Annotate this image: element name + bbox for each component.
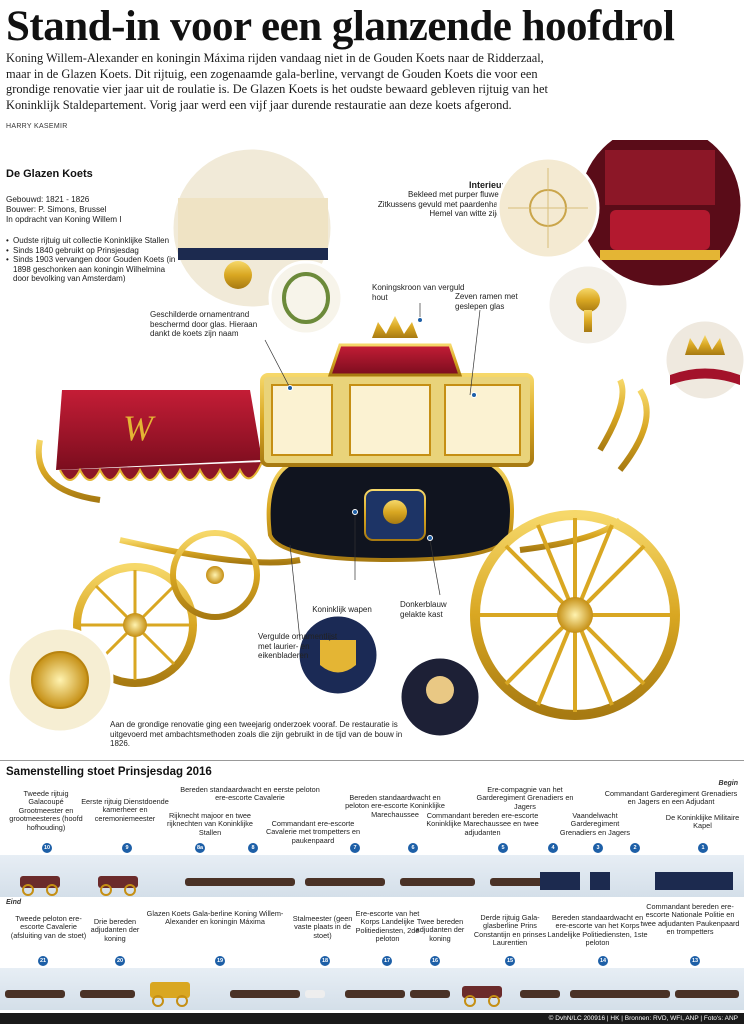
specs: Gebouwd: 1821 - 1826 Bouwer: P. Simons, … — [6, 195, 166, 225]
procession-number: 1 — [698, 843, 708, 853]
procession-number: 6 — [408, 843, 418, 853]
marker-dot — [417, 317, 423, 323]
procession-label: Tweede rijtuig Galacoupé Grootmeester en… — [9, 789, 83, 832]
builder: Bouwer: P. Simons, Brussel — [6, 205, 107, 214]
footer-credits: © DvhN/LC 200916 | HK | Bronnen: RVD, WF… — [0, 1013, 744, 1024]
headline: Stand-in voor een glanzende hoofdrol — [6, 3, 675, 50]
cherub-photo — [398, 655, 482, 739]
procession-number: 15 — [505, 956, 515, 966]
procession-title: Samenstelling stoet Prinsjesdag 2016 — [6, 766, 212, 778]
hammercloth: W — [56, 390, 263, 481]
procession-band-bottom — [0, 968, 744, 1010]
procession-label: De Koninklijke Militaire Kapel — [665, 813, 740, 831]
procession-label: Vaandelwacht Garderegiment Grenadiers en… — [559, 811, 631, 837]
front-wheel — [73, 563, 197, 687]
rear-wheel — [470, 510, 680, 720]
procession-number: 21 — [38, 956, 48, 966]
procession-number: 2 — [630, 843, 640, 853]
procession-label: Rijknecht majoor en twee rijknechten van… — [167, 811, 253, 837]
procession-label: Twee bereden adjudanten der koning — [415, 917, 465, 943]
coach-illustration: W — [6, 140, 744, 739]
procession-number: 9 — [122, 843, 132, 853]
back-wheel-small — [170, 530, 260, 620]
gilt-label: Vergulde ornamentlijst met laurier- en e… — [258, 632, 338, 660]
procession-label: Glazen Koets Gala-berline Koning Willem-… — [146, 909, 284, 927]
procession-label: Commandant bereden ere-escorte Koninklij… — [426, 811, 539, 837]
procession-number: 16 — [430, 956, 440, 966]
byline: HARRY KASEMIR — [6, 123, 68, 130]
procession-number: 5 — [498, 843, 508, 853]
fact: Sinds 1903 vervangen door Gouden Koets (… — [6, 255, 181, 284]
procession-label: Bereden standaardwacht en eerste peloton… — [180, 785, 320, 803]
intro-text: Koning Willem-Alexander en koningin Máxi… — [6, 51, 548, 112]
marker-dot — [352, 509, 358, 515]
procession-number: 8 — [248, 843, 258, 853]
arms-photo — [296, 613, 380, 697]
procession-label: Ere-escorte van het Korps Landelijke Pol… — [355, 909, 420, 944]
procession-number: 14 — [598, 956, 608, 966]
procession-label: Bereden standaardwacht en ere-escorte va… — [547, 913, 648, 948]
marker-dot — [427, 535, 433, 541]
section-title: De Glazen Koets — [6, 168, 93, 180]
procession-label: Commandant Garderegiment Grenadiers en J… — [604, 789, 738, 807]
hub-photo — [6, 626, 114, 734]
procession-label: Drie bereden adjudanten der koning — [90, 917, 140, 943]
procession-number: 3 — [593, 843, 603, 853]
procession-number: 17 — [382, 956, 392, 966]
commission: In opdracht van Koning Willem I — [6, 215, 122, 224]
begin-label: Begin — [718, 780, 738, 787]
section-divider — [0, 760, 744, 761]
coach-body — [260, 316, 534, 563]
procession-number: 13 — [690, 956, 700, 966]
procession-number: 19 — [215, 956, 225, 966]
procession-label: Derde rijtuig Gala-glasberline Prins Con… — [473, 913, 547, 948]
svg-text:W: W — [123, 408, 156, 448]
ceiling-photo — [496, 156, 600, 260]
interior-box: Interieur Bekleed met purper fluweel Zit… — [350, 180, 505, 219]
crown-label: Koningskroon van verguld hout — [372, 283, 465, 302]
interior-item: Hemel van witte zijde — [429, 209, 505, 218]
procession-number: 4 — [548, 843, 558, 853]
windows-label: Zeven ramen met geslepen glas — [455, 292, 518, 311]
lion-ornament-photo — [546, 263, 630, 347]
facts-list: Oudste rijtuig uit collectie Koninklijke… — [6, 236, 181, 284]
fact: Oudste rijtuig uit collectie Koninklijke… — [6, 236, 181, 246]
eind-label: Eind — [6, 899, 22, 906]
fact: Sinds 1840 gebruikt op Prinsjesdag — [6, 246, 181, 256]
procession-figures-top — [20, 872, 733, 896]
research-label: Aan de grondige renovatie ging een tweej… — [110, 720, 403, 748]
interior-item: Zitkussens gevuld met paardenhaar — [377, 199, 505, 209]
procession-label: Tweede peloton ere-escorte Cavalerie (af… — [10, 914, 87, 940]
coach-frame — [35, 378, 650, 566]
marker-dot — [471, 392, 477, 398]
procession-figures-bottom — [5, 982, 739, 1007]
built: Gebouwd: 1821 - 1826 — [6, 195, 90, 204]
ornament-label: Geschilderde ornamentrand beschermd door… — [150, 310, 258, 338]
procession-label: Bereden standaardwacht en peloton ere-es… — [345, 793, 445, 819]
procession-number: 20 — [115, 956, 125, 966]
procession-label: Commandant ere-escorte Cavalerie met tro… — [265, 819, 361, 845]
interior-title: Interieur — [468, 180, 505, 190]
procession-label: Ere-compagnie van het Garderegiment Gren… — [476, 785, 574, 811]
procession-label: Commandant bereden ere-escorte Nationale… — [640, 902, 740, 937]
procession-number: 8a — [195, 843, 205, 853]
interior-photo — [576, 140, 744, 289]
interior-item: Bekleed met purper fluweel — [408, 190, 505, 199]
procession-number: 10 — [42, 843, 52, 853]
procession-number: 18 — [320, 956, 330, 966]
procession-number: 7 — [350, 843, 360, 853]
procession-label: Eerste rijtuig Dienstdoende kamerheer en… — [81, 797, 169, 823]
arms-label: Koninklijk wapen — [312, 605, 372, 614]
procession-label: Stalmeester (geen vaste plaats in de sto… — [292, 914, 353, 940]
crown-ornament-photo — [663, 318, 744, 402]
box-label: Donkerblauw gelakte kast — [400, 600, 447, 619]
wreath-photo — [268, 260, 344, 336]
marker-dot — [287, 385, 293, 391]
